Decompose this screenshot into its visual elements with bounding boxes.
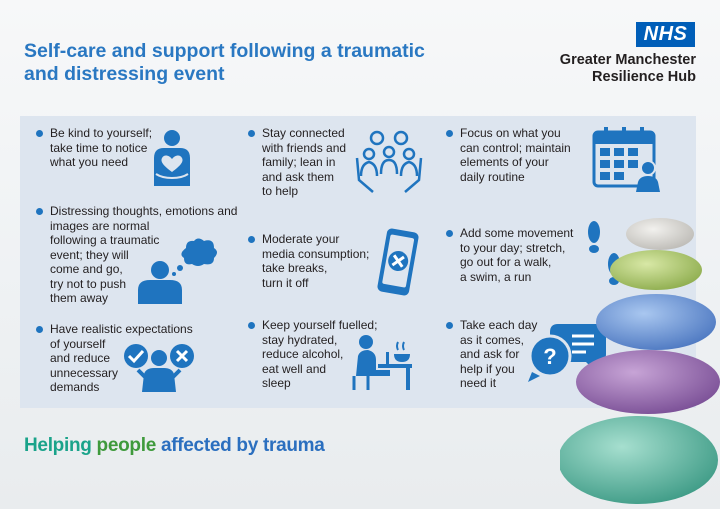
tagline-part-helping: Helping xyxy=(24,435,97,456)
tip-text: Distressing thoughts, emotions and image… xyxy=(50,204,238,305)
tagline-part-affected: affected by trauma xyxy=(160,435,325,456)
heart-hands-icon xyxy=(150,128,194,188)
bullet-icon xyxy=(248,130,255,137)
bullet-icon xyxy=(36,130,43,137)
tagline-part-people: people xyxy=(96,435,161,456)
tip-text: Be kind to yourself; take time to notice… xyxy=(50,126,153,169)
bullet-icon xyxy=(446,230,453,237)
bullet-icon xyxy=(36,208,43,215)
check-cross-icon xyxy=(120,340,200,392)
tagline: Helping people affected by trauma xyxy=(24,435,325,457)
tip-text: Keep yourself fuelled; stay hydrated, re… xyxy=(262,318,378,390)
tip-text: Stay connected with friends and family; … xyxy=(262,126,347,198)
tip-text: Focus on what you can control; maintain … xyxy=(460,126,571,184)
pebble-stack-image xyxy=(558,210,720,509)
question-chat-icon: ? xyxy=(524,320,610,386)
bullet-icon xyxy=(36,326,43,333)
tip-text: Take each day as it comes, and ask for h… xyxy=(460,318,538,390)
phone-off-icon xyxy=(376,228,420,296)
svg-text:?: ? xyxy=(543,344,556,369)
tip-text: Moderate your media consumption; take br… xyxy=(262,232,370,290)
tip-text: Have realistic expectations of yourself … xyxy=(50,322,193,394)
calendar-icon xyxy=(592,126,662,192)
bullet-icon xyxy=(248,236,255,243)
nhs-logo: NHS xyxy=(636,22,695,47)
thought-bubble-icon xyxy=(136,238,220,304)
bullet-icon xyxy=(446,322,453,329)
bullet-icon xyxy=(446,130,453,137)
page-title: Self-care and support following a trauma… xyxy=(24,40,425,85)
family-hands-icon xyxy=(355,128,423,196)
tip-text: Add some movement to your day; stretch, … xyxy=(460,226,574,284)
bullet-icon xyxy=(248,322,255,329)
person-eating-icon xyxy=(350,330,416,392)
organisation-name: Greater Manchester Resilience Hub xyxy=(559,52,696,85)
